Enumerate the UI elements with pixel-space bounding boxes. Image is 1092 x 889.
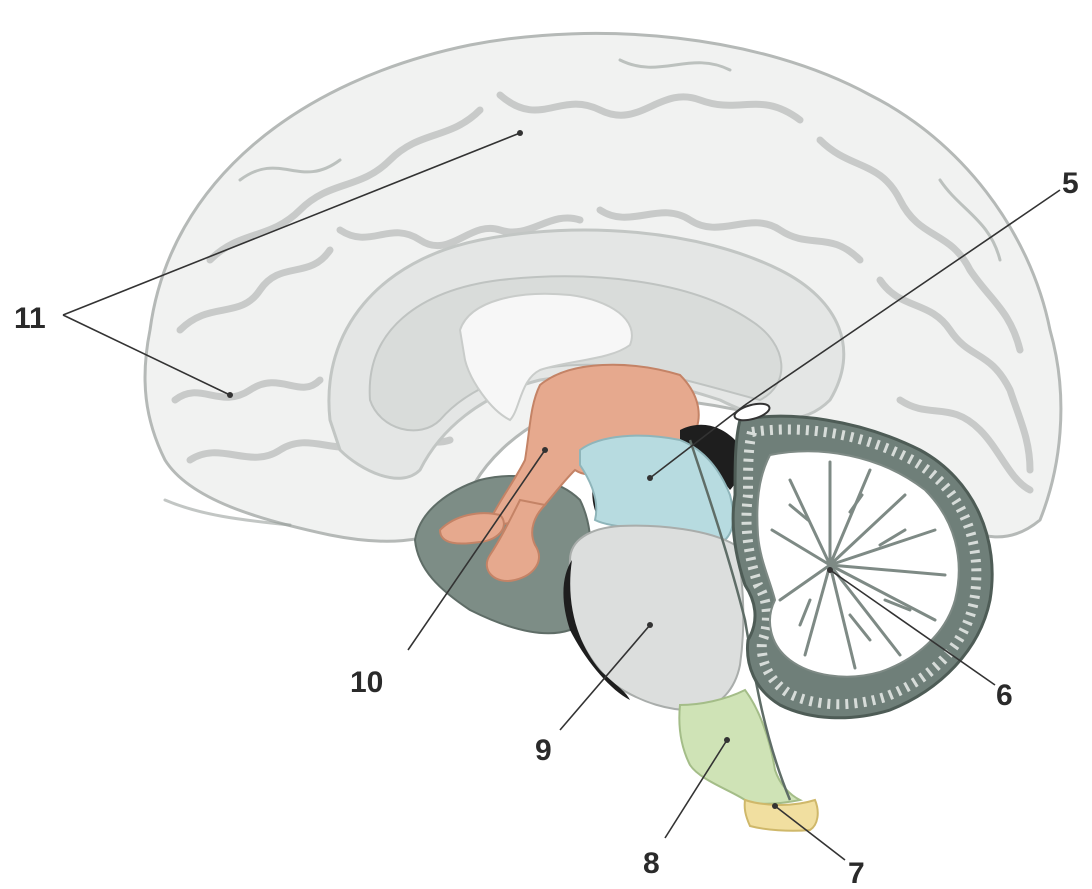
label-8: 8 <box>643 847 660 880</box>
pons <box>568 526 743 711</box>
label-5: 5 <box>1062 167 1079 200</box>
spinal-cord <box>745 800 818 831</box>
label-6: 6 <box>996 679 1013 712</box>
label-9: 9 <box>535 734 552 767</box>
label-11: 11 <box>14 302 46 335</box>
label-7: 7 <box>848 857 865 889</box>
label-10: 10 <box>350 666 383 699</box>
